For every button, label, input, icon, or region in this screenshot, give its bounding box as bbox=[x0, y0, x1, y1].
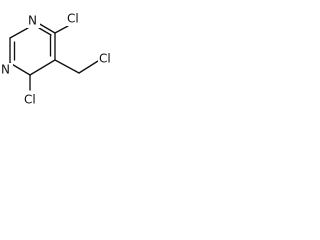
atom-n3-label: N bbox=[1, 63, 10, 77]
bond-n1-c6-double bbox=[38, 27, 52, 36]
bond-n3-c4 bbox=[9, 62, 31, 76]
atom-n1-label: N bbox=[28, 14, 37, 28]
bond-ch2-cl bbox=[78, 60, 99, 74]
atom-cl-ch2-label: Cl bbox=[99, 52, 111, 66]
bond-c5-ch2 bbox=[54, 59, 80, 74]
chemical-structure-diagram: N N Cl Cl Cl bbox=[0, 12, 115, 107]
atom-cl-c4-label: Cl bbox=[67, 12, 79, 26]
bond-n1-c2 bbox=[9, 27, 29, 39]
atom-cl-c6-label: Cl bbox=[24, 93, 36, 107]
bond-c4-c5 bbox=[29, 59, 56, 76]
substituents bbox=[29, 25, 99, 91]
pyrimidine-ring bbox=[9, 22, 56, 76]
atom-labels: N N Cl Cl Cl bbox=[0, 12, 115, 107]
bond-c6-n1 bbox=[37, 22, 56, 34]
bond-c6-cl bbox=[54, 25, 69, 34]
